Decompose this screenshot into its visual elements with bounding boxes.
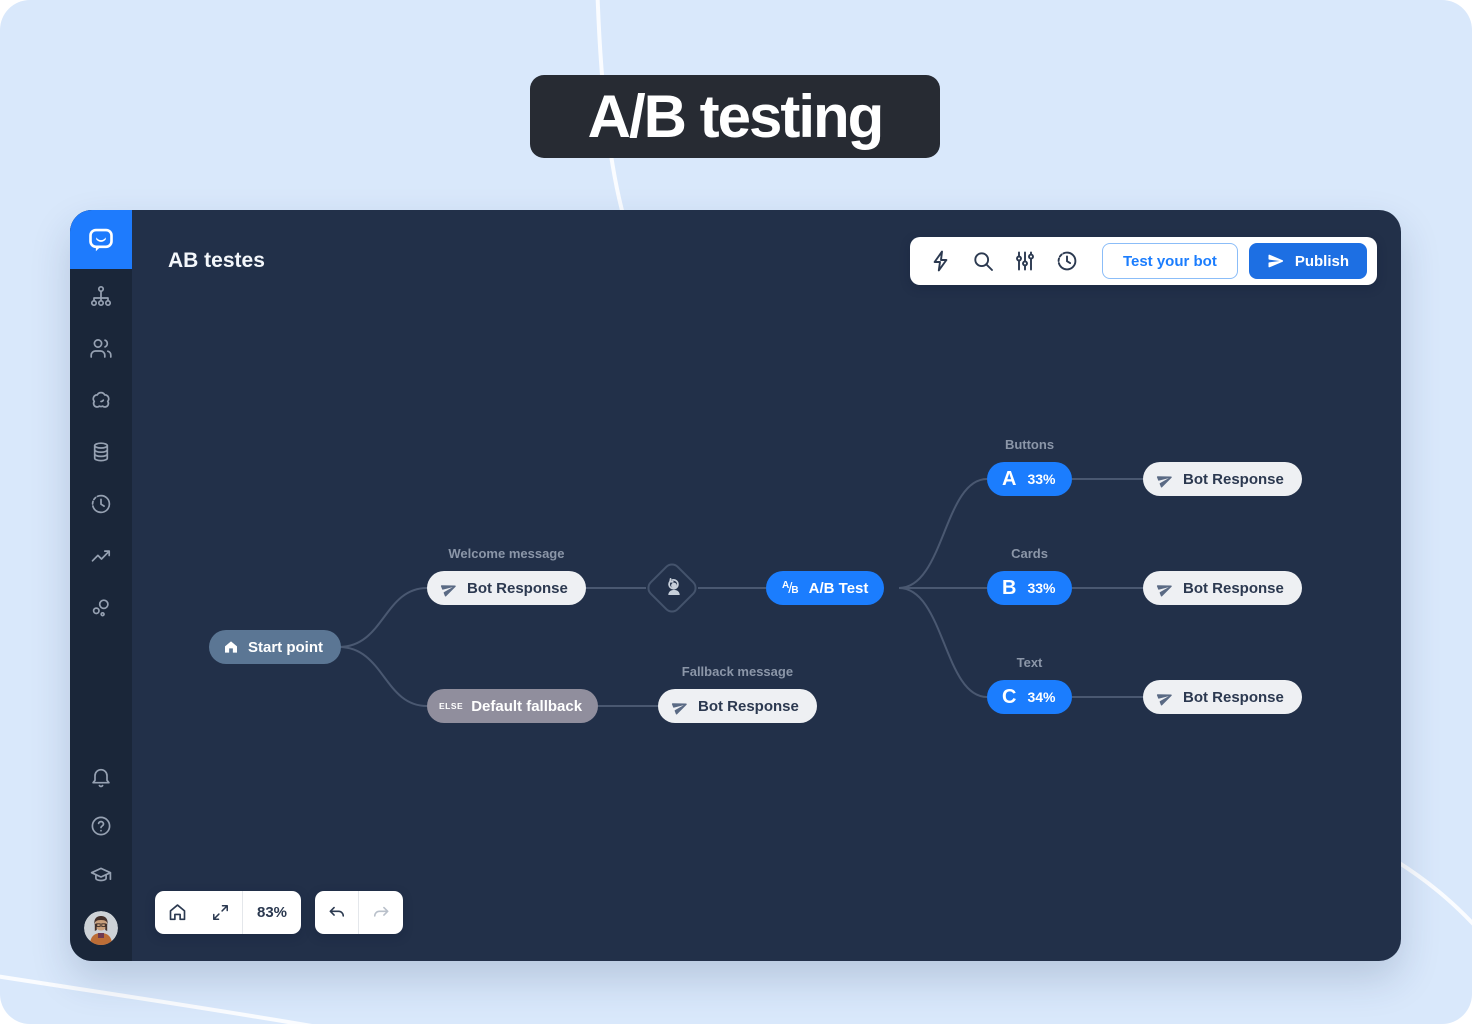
send-icon (440, 584, 456, 597)
branch-title: Cards (1011, 546, 1048, 561)
schedule-clock-icon[interactable] (88, 491, 114, 517)
app-window: AB testes (70, 210, 1401, 961)
ab-fraction-icon: A/B (782, 579, 799, 597)
flow-connectors (338, 478, 1143, 707)
node-branch-b[interactable]: Cards B 33% (987, 546, 1072, 605)
home-view-icon[interactable] (155, 891, 199, 934)
notifications-bell-icon[interactable] (88, 764, 114, 790)
node-label: Start point (248, 638, 323, 656)
node-bot-response-fallback[interactable]: Fallback message Bot Response (658, 664, 817, 723)
node-bot-response-b[interactable]: Bot Response (1143, 571, 1302, 605)
app-logo[interactable] (70, 210, 132, 269)
branch-title: Buttons (1004, 437, 1055, 452)
sliders-icon[interactable] (1004, 243, 1046, 279)
node-title: Fallback message (681, 664, 794, 679)
zoom-controls: 83% (155, 891, 301, 934)
page-title: AB testes (168, 249, 265, 272)
node-title: Welcome message (448, 546, 565, 561)
users-icon[interactable] (88, 335, 114, 361)
branch-percent: 33% (1027, 580, 1056, 596)
node-label: Bot Response (1183, 688, 1284, 706)
test-your-bot-button[interactable]: Test your bot (1101, 243, 1238, 279)
publish-button[interactable]: Publish (1248, 243, 1367, 279)
node-label: Bot Response (1183, 579, 1284, 597)
node-bot-response-a[interactable]: Bot Response (1143, 462, 1302, 496)
node-label: Bot Response (698, 697, 799, 715)
branch-percent: 34% (1027, 689, 1056, 705)
node-label: Default fallback (471, 697, 583, 715)
integrations-icon[interactable] (88, 595, 114, 621)
help-icon[interactable] (88, 813, 114, 839)
node-bot-response-c[interactable]: Bot Response (1143, 680, 1302, 714)
lightning-icon[interactable] (920, 243, 962, 279)
sidebar (70, 210, 132, 961)
divider (242, 891, 243, 934)
database-icon[interactable] (88, 439, 114, 465)
sidebar-nav (88, 269, 114, 621)
else-badge: ELSE (439, 701, 464, 711)
top-toolbar: Test your bot Publish (909, 237, 1377, 285)
title-banner: A/B testing (530, 75, 940, 158)
send-icon (1156, 584, 1172, 597)
send-icon (1156, 693, 1172, 706)
branch-letter: A (1002, 467, 1017, 490)
node-ab-test[interactable]: A/B A/B Test (766, 571, 885, 605)
ai-brain-icon[interactable] (88, 387, 114, 413)
flow-canvas[interactable]: Start point Welcome message Bot Response (132, 210, 1401, 961)
search-icon[interactable] (962, 243, 1004, 279)
redo-icon[interactable] (359, 891, 402, 934)
send-icon (1156, 475, 1172, 488)
academy-cap-icon[interactable] (88, 862, 114, 888)
undo-icon[interactable] (315, 891, 358, 934)
node-branch-a[interactable]: Buttons A 33% (987, 437, 1072, 496)
branch-title: Text (1016, 655, 1043, 670)
divider (358, 891, 359, 934)
flows-icon[interactable] (88, 283, 114, 309)
send-icon (1268, 254, 1283, 268)
fit-screen-icon[interactable] (199, 891, 242, 934)
node-label: A/B Test (808, 579, 869, 597)
history-clock-icon[interactable] (1046, 243, 1088, 279)
branch-letter: C (1002, 685, 1017, 708)
analytics-icon[interactable] (88, 543, 114, 569)
title-banner-text: A/B testing (587, 83, 885, 150)
node-start-point[interactable]: Start point (209, 630, 341, 664)
undo-redo-controls (315, 891, 403, 934)
sidebar-bottom (84, 764, 118, 961)
node-label: Bot Response (1183, 470, 1284, 488)
node-default-fallback[interactable]: ELSE Default fallback (427, 689, 599, 723)
node-branch-c[interactable]: Text C 34% (987, 655, 1072, 714)
branch-percent: 33% (1027, 471, 1056, 487)
user-avatar[interactable] (84, 911, 118, 945)
send-icon (671, 702, 687, 715)
zoom-level[interactable]: 83% (256, 904, 288, 921)
chatbot-logo-icon (89, 228, 113, 251)
node-bot-response-welcome[interactable]: Welcome message Bot Response (427, 546, 586, 605)
node-label: Bot Response (467, 579, 568, 597)
publish-label: Publish (1294, 252, 1349, 270)
branch-letter: B (1002, 576, 1017, 599)
home-icon (225, 641, 237, 653)
